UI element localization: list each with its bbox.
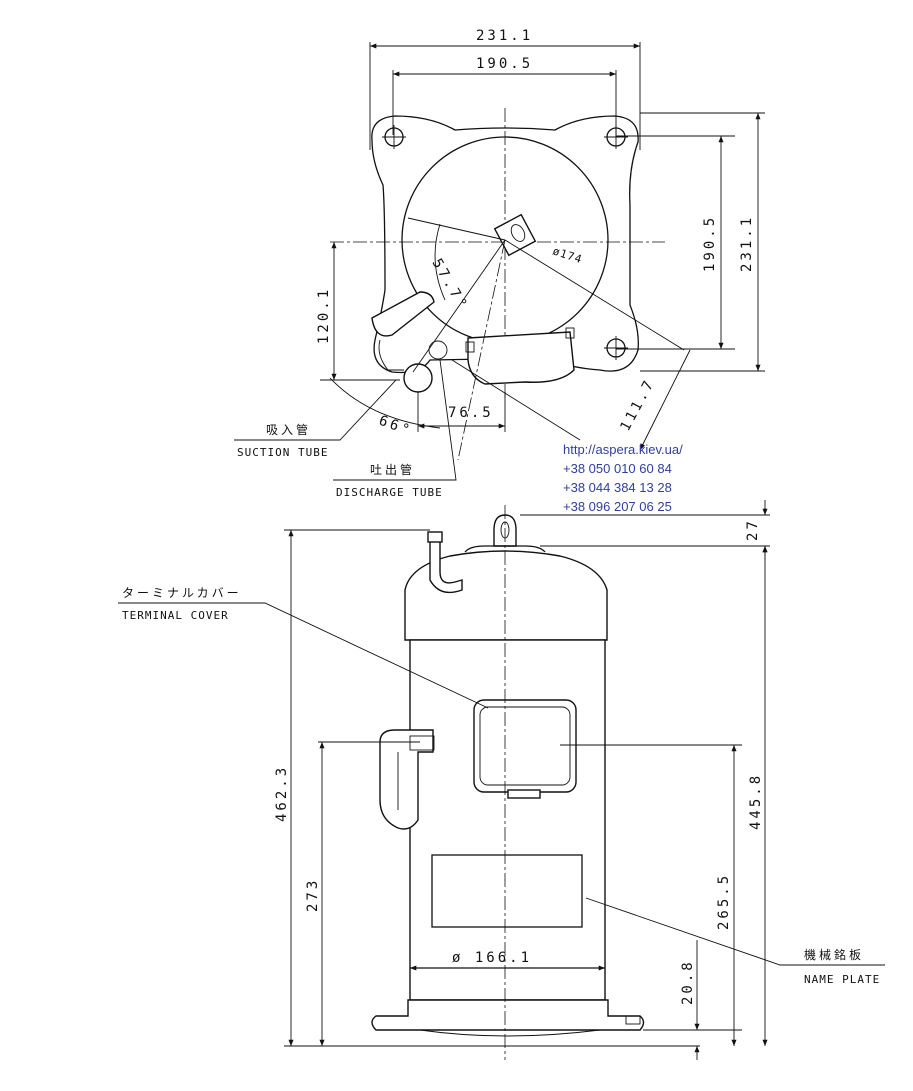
dim-outer-height: 231.1 [739,215,755,272]
name-plate [431,854,583,928]
dim-line-diag [639,349,691,451]
main-shell [409,639,606,1001]
contact-phone-3: +38 096 207 06 25 [563,499,672,514]
suction-label-jp: 吸入管 [266,422,311,437]
dim-shell-diameter: ø 166.1 [452,950,532,966]
discharge-fitting [493,213,537,257]
side-view: 27 462.3 273 445.8 265.5 20.8 ø 166.1 ター… [118,500,885,1060]
dim-bolt-width: 190.5 [476,56,533,72]
suction-pipe-side [379,729,434,830]
name-plate-label-jp: 機械銘板 [804,947,864,962]
discharge-label-en: DISCHARGE TUBE [336,486,443,499]
suction-tube-top [371,291,435,337]
suction-tube-end [403,363,433,393]
name-plate-label-en: NAME PLATE [804,973,880,986]
top-view: 231.1 190.5 190.5 231.1 [234,28,765,499]
dim-top-lug: 27 [745,518,761,541]
terminal-cover-label-en: TERMINAL COVER [122,609,229,622]
contact-phone-1: +38 050 010 60 84 [563,461,672,476]
contact-phone-2: +38 044 384 13 28 [563,480,672,495]
terminal-cover [473,699,577,793]
dim-angle-bottom: 66° [377,413,415,440]
terminal-box-top [467,331,575,385]
suction-label-en: SUCTION TUBE [237,446,328,459]
discharge-label-jp: 吐出管 [370,462,415,477]
dim-suction-height: 273 [305,878,321,912]
dim-total-height: 462.3 [274,765,290,822]
dome [404,550,608,641]
dim-bolt-height: 190.5 [702,215,718,272]
dim-diameter: ø174 [551,244,584,266]
dim-terminal-height: 265.5 [716,873,732,930]
dim-offset-left: 120.1 [316,287,332,344]
contact-block: http://aspera.kiev.ua/ +38 050 010 60 84… [563,440,683,516]
discharge-pipe [429,539,463,594]
dim-angle-top: 57.7° [429,256,471,313]
dim-suction-offset: 76.5 [448,405,494,421]
base [371,999,645,1031]
dim-base-height: 20.8 [680,959,696,1005]
terminal-cover-label-jp: ターミナルカバー [122,586,242,600]
base-plate-outline [371,115,639,374]
dim-body-height: 445.8 [748,773,764,830]
contact-url[interactable]: http://aspera.kiev.ua/ [563,442,683,457]
dim-outer-width: 231.1 [476,28,533,44]
